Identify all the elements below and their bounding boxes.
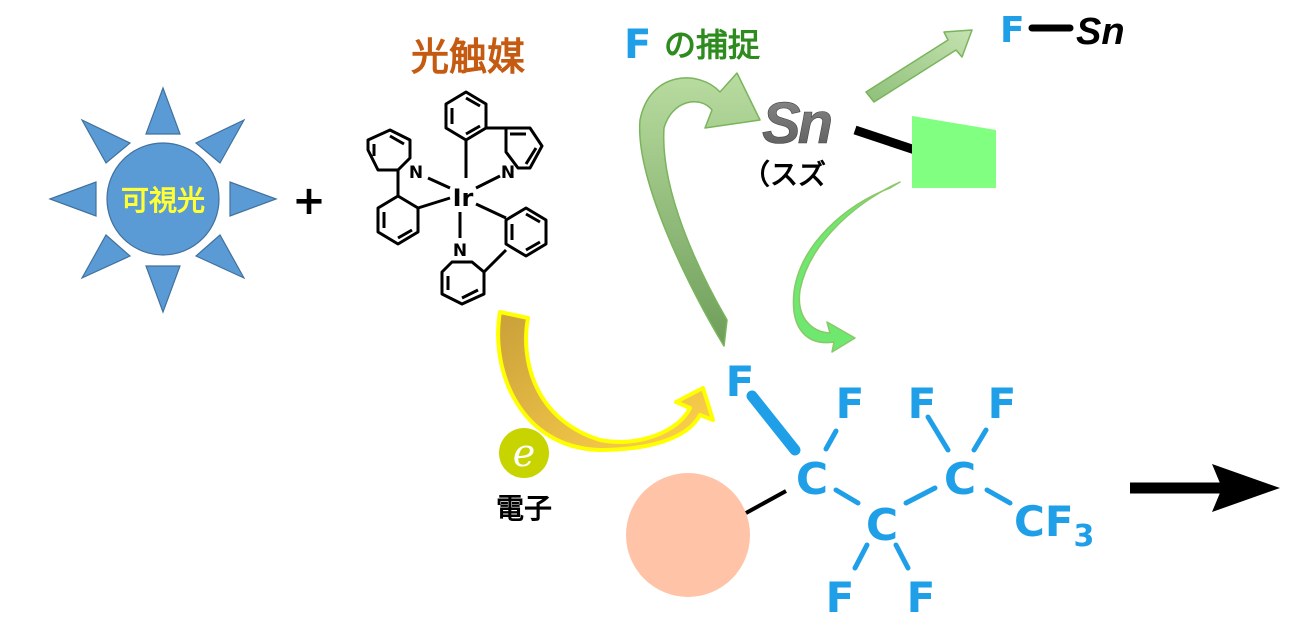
sun-ray-bottom	[145, 265, 181, 314]
sun-ray-top-left	[80, 118, 132, 164]
product-formation-arrow	[865, 29, 973, 103]
atom-c3: C	[944, 454, 976, 505]
atom-c1-f: F	[836, 379, 865, 428]
sun-disc	[106, 142, 220, 256]
perfluoro-chain-atoms: F C F C F F C F F CF3	[726, 357, 1095, 622]
product-fluorine: F	[1000, 10, 1025, 51]
atom-c3-f-right: F	[988, 379, 1017, 428]
atom-cf3: CF3	[1014, 497, 1094, 554]
iridium-complex-atoms: Ir N N N	[409, 163, 515, 261]
photocatalyst-label: 光触媒	[411, 35, 525, 79]
atom-c2-f-left: F	[826, 573, 855, 622]
sun-ray-left	[48, 181, 97, 217]
nitrogen-atom-top-right: N	[501, 163, 515, 183]
atom-c2: C	[866, 500, 898, 551]
tin-reading: （スズ	[742, 158, 826, 191]
group-transfer-arrow	[792, 181, 901, 353]
ring-top-right-pyridine	[504, 126, 544, 170]
nitrogen-atom-left: N	[409, 163, 423, 183]
substrate-sphere	[626, 473, 750, 597]
product-f-sn: F Sn	[1000, 10, 1125, 53]
ring-right-phenyl	[504, 206, 548, 258]
electron-icon: e	[499, 428, 549, 478]
sun-ray-right	[229, 181, 278, 217]
tin-symbol: Sn	[762, 91, 831, 156]
perfluoro-chain-bonds	[746, 390, 1013, 571]
sun-ray-top-right	[194, 118, 246, 164]
atom-c2-f-right: F	[907, 573, 936, 622]
sun-ray-top	[145, 86, 181, 135]
nitrogen-atom-bottom: N	[453, 241, 467, 261]
tin-substituent-block	[912, 116, 996, 188]
atom-f-leaving: F	[726, 357, 755, 406]
c1-f-top-bond-wedge	[746, 390, 801, 456]
sun-ray-bottom-left	[80, 234, 132, 280]
visible-light-label: 可視光	[121, 184, 205, 217]
capture-text: の捕捉	[664, 26, 761, 64]
iridium-complex-structure	[366, 90, 548, 306]
electron-label: 電子	[496, 492, 552, 525]
electron-transfer-arrow	[496, 310, 715, 452]
electron-symbol: e	[513, 431, 536, 475]
atom-c1: C	[796, 454, 828, 505]
capture-f-letter: F	[624, 22, 651, 68]
iridium-atom-label: Ir	[453, 184, 474, 212]
plus-sign: +	[292, 178, 326, 224]
cf3-subscript: 3	[1074, 519, 1095, 554]
sun-ray-bottom-right	[194, 234, 246, 280]
fluorine-capture-label: F の捕捉	[624, 22, 761, 68]
atom-c3-f-left: F	[908, 379, 937, 428]
fluorine-capture-arrow	[638, 72, 761, 347]
substrate-bond	[745, 489, 787, 515]
ring-left-pyridine	[366, 128, 412, 172]
ring-bottom-pyridine	[440, 260, 486, 306]
tin-group-bond	[853, 125, 917, 155]
product-tin: Sn	[1076, 11, 1125, 53]
reaction-arrow-right	[1130, 464, 1280, 512]
sun-icon	[48, 86, 278, 314]
